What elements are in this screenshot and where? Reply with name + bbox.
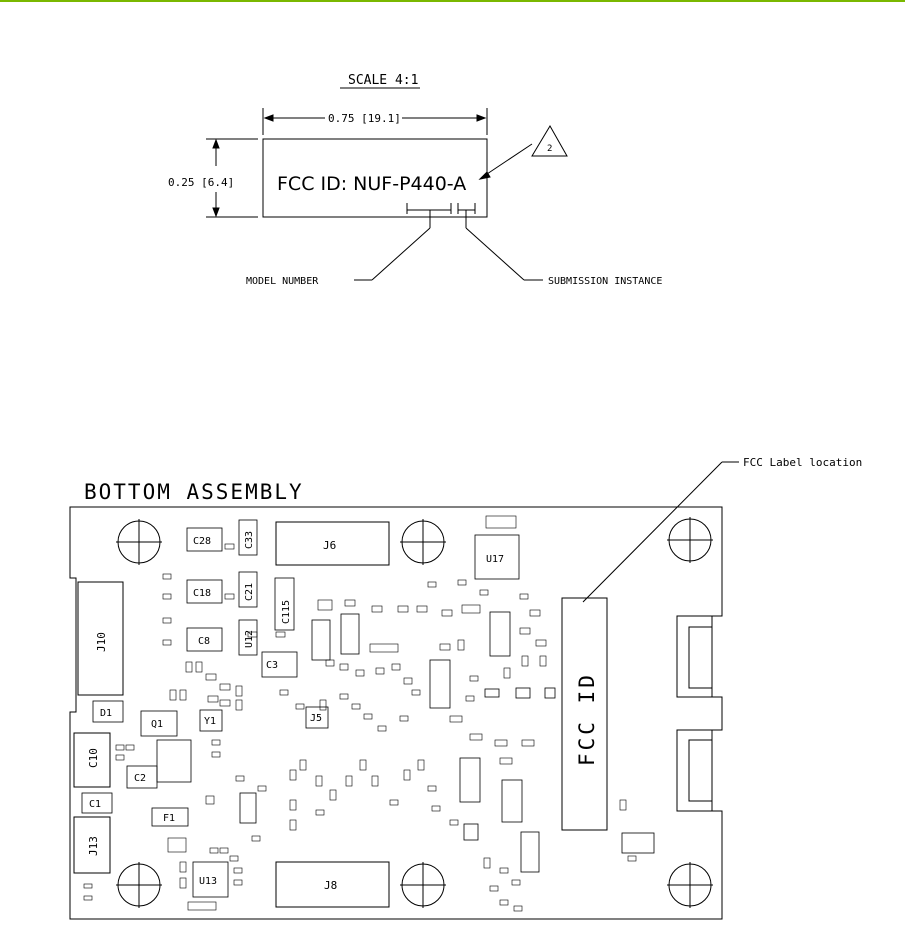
height-dimension: 0.25 [6.4] bbox=[168, 176, 234, 189]
svg-text:C18: C18 bbox=[193, 588, 211, 599]
scale-label: SCALE 4:1 bbox=[348, 73, 418, 88]
fcc-id-box-text: FCC ID bbox=[575, 672, 599, 766]
j8-label: J8 bbox=[324, 879, 337, 892]
mounting-holes bbox=[116, 517, 713, 908]
svg-text:C1: C1 bbox=[89, 799, 101, 810]
svg-text:U12: U12 bbox=[244, 630, 255, 648]
j6-label: J6 bbox=[323, 539, 336, 552]
svg-text:C115: C115 bbox=[281, 600, 292, 624]
j5-label: C10 bbox=[87, 748, 100, 768]
j13-label: J13 bbox=[87, 836, 100, 856]
svg-text:J5: J5 bbox=[310, 713, 322, 724]
svg-text:C28: C28 bbox=[193, 536, 211, 547]
svg-text:U17: U17 bbox=[486, 554, 504, 565]
board-outline bbox=[70, 507, 722, 919]
svg-text:F1: F1 bbox=[163, 813, 175, 824]
board-title: BOTTOM ASSEMBLY bbox=[84, 480, 304, 504]
smd-pads bbox=[84, 516, 636, 911]
j10-label: J10 bbox=[95, 632, 108, 652]
svg-text:C8: C8 bbox=[198, 636, 210, 647]
svg-text:C3: C3 bbox=[266, 660, 278, 671]
label-detail: SCALE 4:1 0.75 [19.1] FCC ID: NUF-P440-A… bbox=[168, 73, 662, 287]
svg-text:C33: C33 bbox=[244, 531, 255, 549]
revision-number: 2 bbox=[547, 144, 552, 154]
svg-text:D1: D1 bbox=[100, 708, 112, 719]
svg-text:Q1: Q1 bbox=[151, 719, 163, 730]
width-dimension: 0.75 [19.1] bbox=[328, 112, 401, 125]
model-number-label: MODEL NUMBER bbox=[246, 276, 319, 287]
svg-text:U13: U13 bbox=[199, 876, 217, 887]
svg-text:Y1: Y1 bbox=[204, 716, 216, 727]
fcc-label-callout: FCC Label location bbox=[743, 456, 862, 469]
fcc-id-text: FCC ID: NUF-P440-A bbox=[277, 173, 466, 195]
svg-text:C21: C21 bbox=[244, 583, 255, 601]
svg-text:C2: C2 bbox=[134, 773, 146, 784]
submission-instance-label: SUBMISSION INSTANCE bbox=[548, 276, 662, 287]
